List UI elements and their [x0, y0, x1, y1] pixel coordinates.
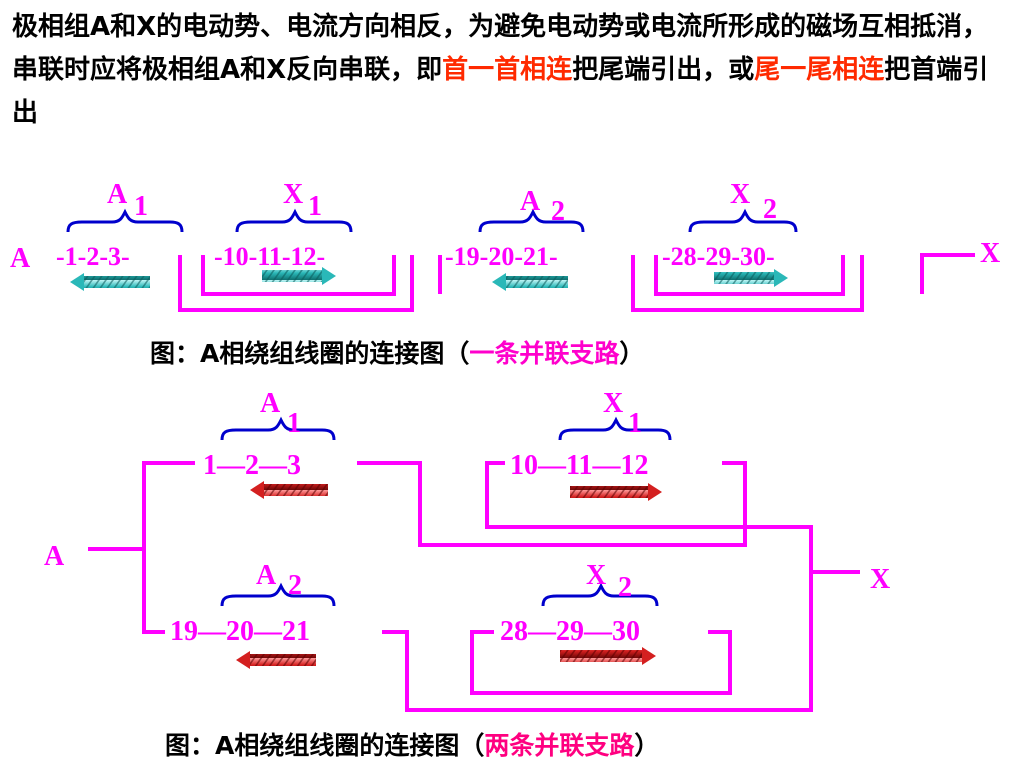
group-labels-1: A 1 X 1 A 2 X 2 — [107, 179, 777, 227]
wire-branch1-x1 — [485, 461, 724, 529]
current-arrows-2 — [236, 481, 662, 669]
caption-diagram-2: 图：A相绕组线圈的连接图（两条并联支路） — [165, 726, 659, 762]
label-x2-name: X — [586, 560, 606, 591]
terminal-a-2: A — [44, 541, 65, 572]
label-x1-sub: 1 — [628, 408, 642, 439]
arrow-right-icon — [560, 647, 656, 665]
arrow-left-icon — [250, 481, 328, 499]
intro-highlight-tail-tail: 尾一尾相连 — [754, 55, 885, 85]
label-x2-sub: 2 — [618, 572, 632, 603]
group-braces-1 — [66, 208, 798, 233]
label-a1-name: A — [260, 388, 281, 419]
coils-x1: -10-11-12- — [214, 242, 325, 271]
wire-branch2-x2 — [470, 630, 732, 695]
label-x1-sub: 1 — [308, 191, 322, 222]
caption-2-suffix: ） — [634, 731, 660, 760]
caption-2-prefix: 图：A相绕组线圈的连接图（ — [165, 731, 485, 760]
coil-numbers-2: 1—2—3 10—11—12 19—20—21 28—29—30 — [170, 450, 648, 647]
arrow-right-icon — [714, 269, 788, 287]
caption-1-suffix: ） — [619, 339, 645, 368]
label-a1-name: A — [107, 179, 128, 210]
label-a1-sub: 1 — [134, 191, 148, 222]
current-arrows-1 — [70, 267, 788, 291]
caption-diagram-1: 图：A相绕组线圈的连接图（一条并联支路） — [150, 334, 644, 370]
coils-a1: -1-2-3- — [56, 242, 130, 271]
arrow-left-icon — [70, 273, 150, 291]
caption-2-highlight: 两条并联支路 — [484, 731, 635, 760]
wire-branch1-headhead — [357, 461, 747, 547]
label-x2-sub: 2 — [763, 194, 777, 225]
intro-paragraph: 极相组A和X的电动势、电流方向相反，为避免电动势或电流所形成的磁场互相抵消，串联… — [12, 6, 1012, 135]
coils-a2: 19—20—21 — [170, 616, 310, 647]
wire-x-merge — [724, 525, 813, 572]
group-labels-2: A 1 X 1 A 2 X 2 — [256, 388, 642, 603]
wire-head-head-2 — [631, 255, 864, 312]
wire-branch2-headhead — [382, 570, 860, 712]
label-a2-name: A — [520, 186, 541, 217]
terminal-a-1: A — [10, 243, 31, 274]
diagram-one-branch: A 1 X 1 A 2 X 2 A X -1-2-3- -10-11-12- -… — [10, 179, 1000, 312]
label-x1-name: X — [283, 179, 303, 210]
coils-x2: -28-29-30- — [662, 242, 775, 271]
arrow-right-icon — [262, 267, 336, 285]
diagram-two-branches: A 1 X 1 A 2 X 2 A X 1—2—3 10—11—12 19—20… — [44, 388, 890, 712]
coils-a2: -19-20-21- — [445, 242, 558, 271]
label-a2-name: A — [256, 560, 277, 591]
wire-x2-inner — [654, 255, 845, 296]
wires-2 — [88, 461, 860, 712]
terminal-x-1: X — [980, 238, 1000, 269]
wire-a-split — [142, 461, 195, 634]
label-x1-name: X — [603, 388, 623, 419]
arrow-left-icon — [236, 651, 316, 669]
wire-head-head-1 — [178, 255, 414, 312]
arrow-right-icon — [570, 483, 662, 501]
intro-text-3: 把首端引出 — [12, 55, 989, 128]
label-a2-sub: 2 — [551, 196, 565, 227]
intro-text-1: 极相组A和X的电动势、电流方向相反，为避免电动势或电流所形成的磁场互相抵消，串联… — [12, 12, 989, 85]
arrow-left-icon — [492, 273, 568, 291]
caption-1-prefix: 图：A相绕组线圈的连接图（ — [150, 339, 470, 368]
intro-highlight-head-head: 首一首相连 — [442, 55, 573, 85]
wire-x1-inner — [201, 255, 396, 296]
terminal-x-2: X — [870, 564, 890, 595]
label-x2-name: X — [730, 179, 750, 210]
coils-x2: 28—29—30 — [500, 616, 640, 647]
label-a1-sub: 1 — [287, 408, 301, 439]
coils-a1: 1—2—3 — [203, 450, 301, 481]
wires-1 — [178, 253, 975, 312]
coil-numbers-1: -1-2-3- -10-11-12- -19-20-21- -28-29-30- — [56, 242, 775, 271]
wire-x-out — [920, 253, 975, 294]
intro-text-2: 把尾端引出，或 — [572, 55, 755, 85]
caption-1-highlight: 一条并联支路 — [469, 339, 620, 368]
label-a2-sub: 2 — [288, 570, 302, 601]
coils-x1: 10—11—12 — [510, 450, 648, 481]
group-braces-2 — [220, 416, 672, 607]
